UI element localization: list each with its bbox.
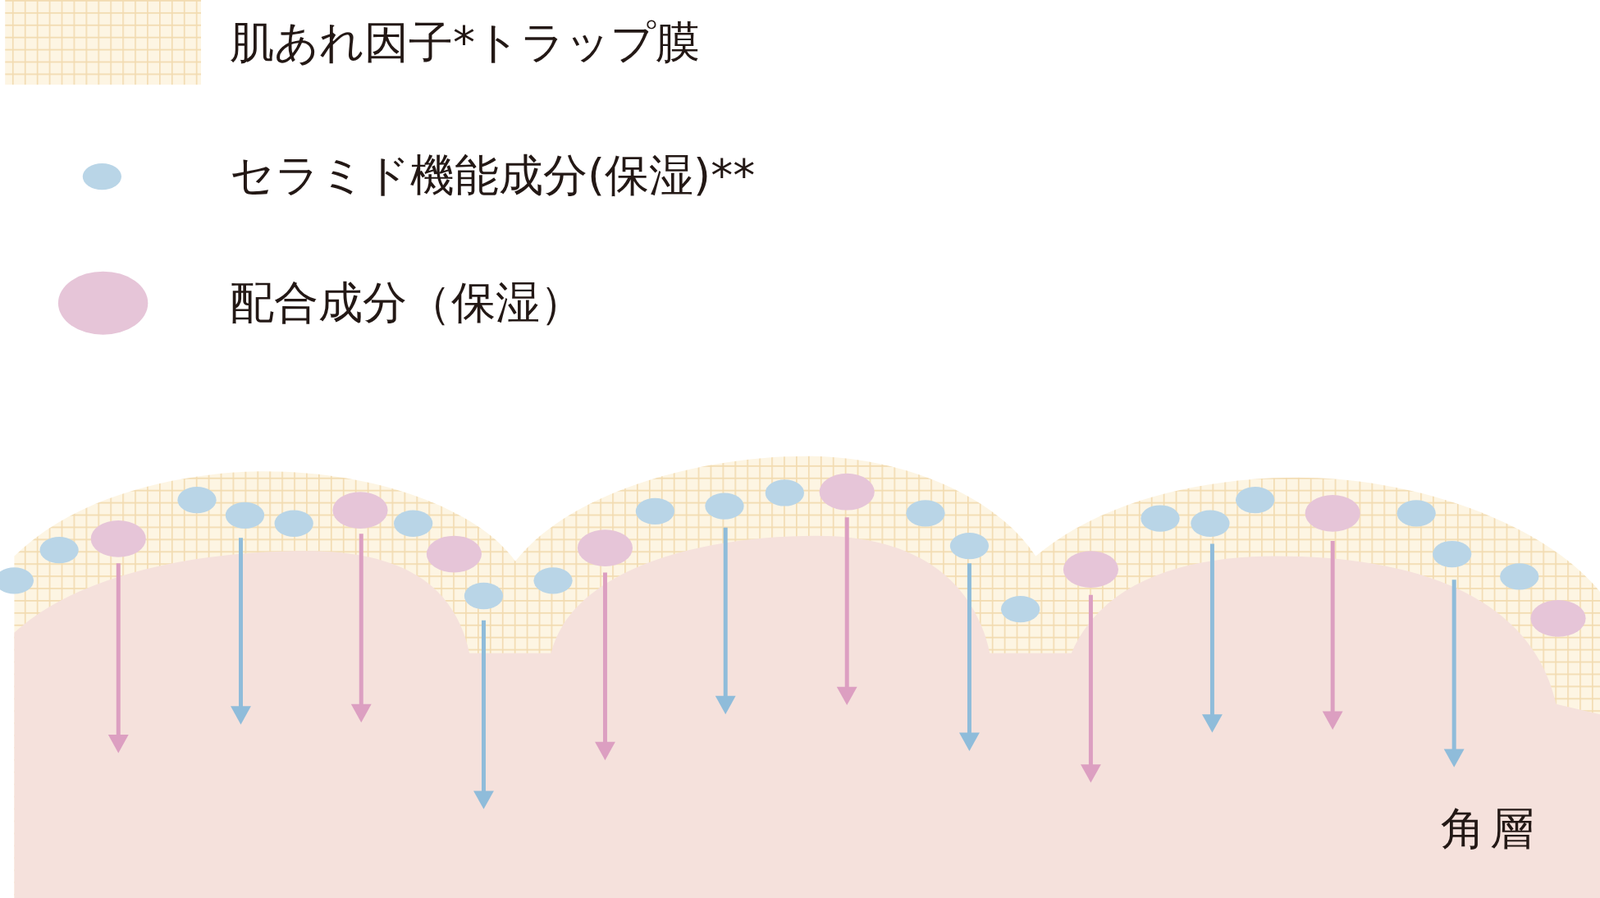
trap-membrane <box>13 456 1600 898</box>
penetration-arrow <box>1210 544 1215 719</box>
horny-layer <box>13 535 1600 898</box>
ceramide-dot <box>704 492 744 519</box>
arrow-head <box>351 704 372 723</box>
ceramide-dot <box>393 510 433 537</box>
ingredient-dot <box>426 535 482 573</box>
penetration-arrow <box>723 527 728 700</box>
ceramide-dot <box>1190 510 1230 537</box>
ceramide-dot <box>950 532 989 559</box>
ingredient-dot <box>819 473 875 511</box>
ceramide-dot <box>905 499 945 526</box>
arrow-head <box>473 790 494 809</box>
arrow-head <box>836 686 858 705</box>
penetration-arrow <box>845 516 850 691</box>
arrow-head <box>1080 763 1102 782</box>
penetration-arrow <box>1088 594 1093 768</box>
arrow-head <box>230 705 252 724</box>
ingredient-dot <box>1305 494 1361 532</box>
legend-text: 肌あれ因子*トラップ膜 <box>229 18 700 67</box>
ceramide-dot <box>1499 562 1539 590</box>
ceramide-dot <box>1001 595 1040 622</box>
penetration-arrow <box>359 533 364 709</box>
arrow-head <box>959 732 980 751</box>
ingredient-dot <box>577 529 633 567</box>
penetration-arrow <box>603 571 608 746</box>
arrow-head <box>594 741 616 760</box>
ingredient-dot <box>91 520 147 558</box>
ceramide-dot <box>0 566 34 594</box>
ceramide-dot <box>1397 499 1436 526</box>
ceramide-dot <box>177 486 216 513</box>
legend-swatch <box>82 163 122 190</box>
ingredient-dot <box>1063 550 1119 588</box>
penetration-arrow <box>1452 579 1457 753</box>
penetration-arrow <box>967 562 972 736</box>
legend-swatch <box>4 0 202 85</box>
penetration-arrow <box>116 562 121 739</box>
legend-text: 配合成分（保湿） <box>229 278 585 327</box>
ingredient-dot <box>1530 599 1586 637</box>
legend-swatch <box>58 271 148 335</box>
ceramide-dot <box>1235 486 1275 513</box>
layer-label: 角層 <box>1440 804 1540 853</box>
arrow-head <box>108 734 129 753</box>
ceramide-dot <box>40 536 79 563</box>
penetration-arrow <box>481 620 486 796</box>
ceramide-dot <box>1432 540 1472 567</box>
arrow-head <box>715 695 736 714</box>
ceramide-dot <box>274 510 314 537</box>
legend-text: セラミド機能成分(保湿)** <box>229 150 755 200</box>
arrow-head <box>1444 748 1465 767</box>
ceramide-dot <box>1140 504 1180 531</box>
arrow-head <box>1322 710 1344 729</box>
ceramide-dot <box>225 502 265 529</box>
ceramide-dot <box>533 566 572 594</box>
ingredient-dot <box>332 491 388 529</box>
arrow-head <box>1202 713 1223 732</box>
penetration-arrow <box>1330 540 1335 716</box>
penetration-arrow <box>238 537 243 710</box>
ceramide-dot <box>765 479 805 506</box>
ceramide-dot <box>635 498 675 525</box>
ceramide-dot <box>464 582 503 609</box>
